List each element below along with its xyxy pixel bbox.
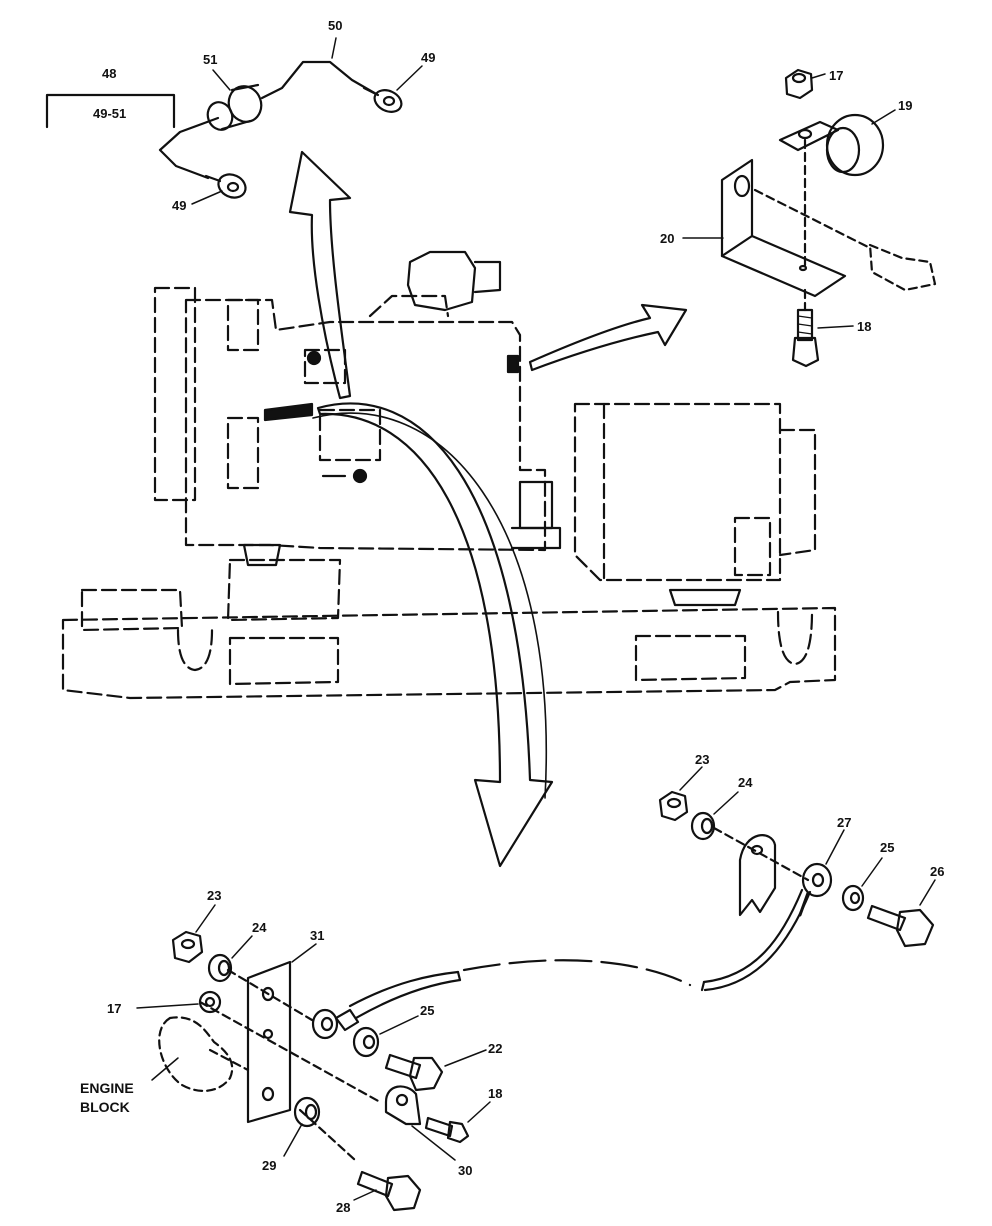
screw-18-top [791, 308, 854, 368]
callout-17-top: 17 [829, 68, 843, 83]
bolt-26 [866, 879, 936, 948]
callout-22: 22 [488, 1041, 502, 1056]
callout-17-left: 17 [107, 1001, 121, 1016]
washer-25-right [841, 857, 883, 912]
callout-25-right: 25 [880, 840, 894, 855]
lockwasher-24-right [690, 791, 739, 841]
terminal-left [311, 1008, 360, 1040]
terminal-27 [801, 829, 845, 898]
callout-24-right: 24 [738, 775, 753, 790]
callout-23-right: 23 [695, 752, 709, 767]
bracket-assembly-group [528, 68, 937, 372]
callout-18-bottom: 18 [488, 1086, 502, 1101]
nut-17-top [784, 68, 826, 100]
callout-23-left: 23 [207, 888, 221, 903]
clamp-19 [778, 109, 896, 177]
callout-20: 20 [660, 231, 674, 246]
washer-25-left [352, 1015, 419, 1058]
callout-26: 26 [930, 864, 944, 879]
generator-set [61, 150, 837, 868]
nut-23-right [658, 766, 703, 822]
callout-19: 19 [898, 98, 912, 113]
callout-30: 30 [458, 1163, 472, 1178]
screw-22 [384, 1049, 487, 1092]
engine-block-label-line1: ENGINE [80, 1080, 134, 1096]
callout-27: 27 [837, 815, 851, 830]
callout-arrow-down [316, 402, 554, 868]
callout-51: 51 [203, 52, 217, 67]
generator-body [573, 402, 782, 582]
lockwasher-29 [283, 1096, 321, 1157]
callout-arrow-right [528, 303, 688, 372]
callout-49-bottom: 49 [172, 198, 186, 213]
callout-29: 29 [262, 1158, 276, 1173]
callout-18-top: 18 [857, 319, 871, 334]
nut-17-left [136, 990, 222, 1014]
clamp-30 [384, 1085, 456, 1161]
cable-wire [260, 60, 380, 100]
callout-49-top: 49 [421, 50, 435, 65]
mounting-tab [738, 834, 777, 917]
callout-24-left: 24 [252, 920, 267, 935]
callout-31: 31 [310, 928, 324, 943]
nut-23-left [171, 904, 216, 964]
callout-labels: 48 49-51 51 50 49 49 17 19 20 18 23 24 2… [80, 18, 944, 1215]
engine-body [184, 298, 547, 552]
terminal-lug-top [362, 86, 403, 113]
lockwasher-24-left [207, 935, 253, 983]
callout-arrow-up [288, 150, 352, 400]
ground-cable-right [658, 766, 936, 992]
callout-48: 48 [102, 66, 116, 81]
callout-49-51: 49-51 [93, 106, 126, 121]
terminal-lug-bottom [204, 173, 247, 199]
bolt-hidden [753, 138, 937, 312]
assembly-bracket [45, 93, 176, 129]
ferrule-51 [206, 83, 263, 131]
bracket-20 [682, 158, 847, 298]
engine-block-label-line2: BLOCK [80, 1099, 130, 1115]
bolt-28 [353, 1170, 422, 1212]
cable-assembly-group [45, 37, 423, 205]
ground-strap-assembly [136, 904, 692, 1212]
engine-block-outline [158, 1016, 234, 1092]
ground-strap-wire [348, 970, 460, 1008]
screw-18-bottom [424, 1101, 491, 1144]
ground-strap-31 [246, 943, 317, 1124]
callout-28: 28 [336, 1200, 350, 1215]
starter-solenoid [406, 250, 477, 312]
skid-base [61, 606, 837, 700]
callout-50: 50 [328, 18, 342, 33]
callout-25-left: 25 [420, 1003, 434, 1018]
